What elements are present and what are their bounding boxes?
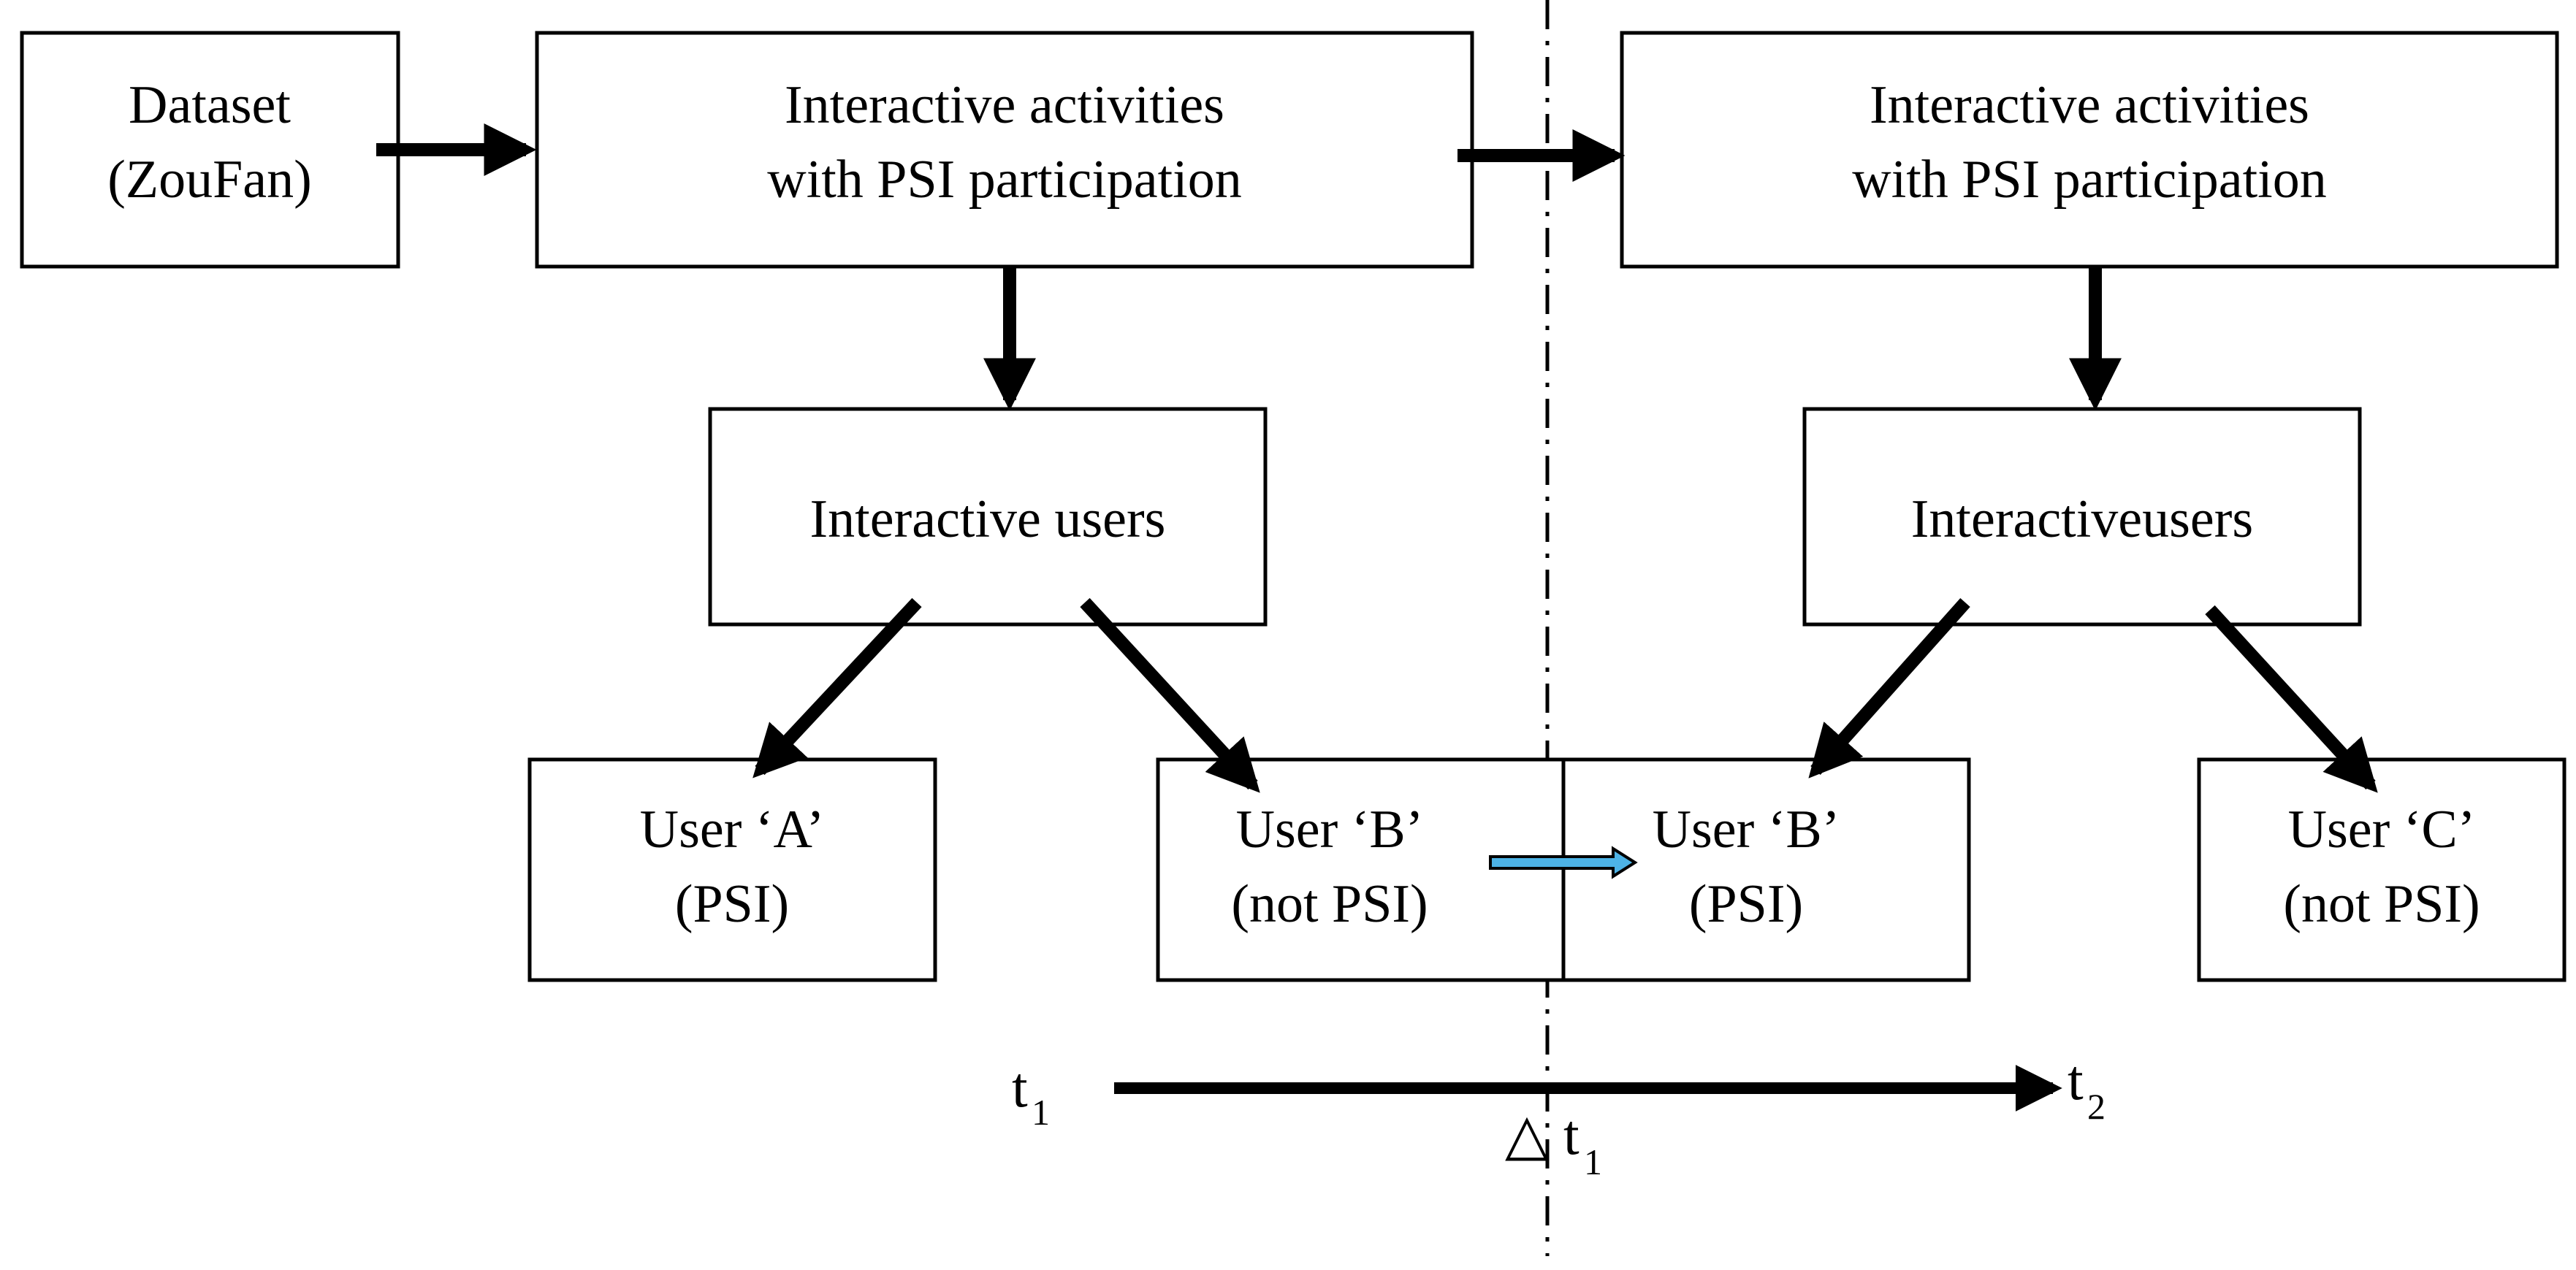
user-b-left-label: User ‘B’ (not PSI) [1231, 800, 1428, 934]
activities-left-line1: Interactive activities [785, 75, 1224, 135]
users-right-label: Interactiveusers [1911, 489, 2253, 549]
dataset-label: Dataset (ZouFan) [107, 75, 312, 210]
user-a-line2: (PSI) [675, 874, 789, 934]
users-left-to-user-a-arrow [752, 597, 922, 779]
user-a-box [527, 757, 937, 982]
timeline-end-subscript: 2 [2087, 1086, 2106, 1127]
delta-triangle-icon: △ [1505, 1103, 1549, 1166]
users-left-to-user-b-arrow [1080, 597, 1260, 793]
timeline-start-subscript: 1 [1032, 1092, 1050, 1133]
timeline-delta-label: △ t 1 [1505, 1103, 1602, 1182]
user-c-line2: (not PSI) [2283, 874, 2480, 934]
user-b-right-box [1561, 757, 1971, 982]
activities-right-line2: with PSI participation [1852, 150, 2327, 210]
user-b-right-line1: User ‘B’ [1653, 800, 1840, 860]
user-c-box [2197, 757, 2567, 982]
timeline-start-label: t 1 [1012, 1055, 1050, 1133]
timeline-delta-subscript: 1 [1584, 1141, 1602, 1182]
transition-arrow [1489, 846, 1638, 879]
activities-left-box [535, 31, 1474, 269]
user-a-label: User ‘A’ (PSI) [640, 800, 825, 934]
user-c-label: User ‘C’ (not PSI) [2283, 800, 2480, 934]
activities-right-line1: Interactive activities [1870, 75, 2309, 135]
user-b-right-line2: (PSI) [1689, 874, 1803, 934]
users-left-label: Interactive users [810, 489, 1166, 549]
user-b-left-line2: (not PSI) [1231, 874, 1428, 934]
timeline-start-symbol: t [1012, 1055, 1028, 1119]
user-b-right-label: User ‘B’ (PSI) [1653, 800, 1840, 934]
user-b-left-line1: User ‘B’ [1236, 800, 1424, 860]
dataset-label-line1: Dataset [129, 75, 291, 135]
timeline-end-symbol: t [2068, 1048, 2084, 1112]
activities-left-label: Interactive activities with PSI particip… [767, 75, 1242, 210]
user-c-line1: User ‘C’ [2288, 800, 2476, 860]
dataset-box [20, 31, 400, 269]
activities-left-line2: with PSI participation [767, 150, 1242, 210]
timeline-delta-symbol: t [1563, 1103, 1579, 1166]
dataset-label-line2: (ZouFan) [107, 150, 312, 210]
users-right-to-user-c-arrow [2205, 605, 2378, 793]
user-a-line1: User ‘A’ [640, 800, 825, 860]
activities-right-label: Interactive activities with PSI particip… [1852, 75, 2327, 210]
timeline-end-label: t 2 [2068, 1048, 2106, 1127]
users-right-to-user-b-arrow [1808, 598, 1970, 779]
